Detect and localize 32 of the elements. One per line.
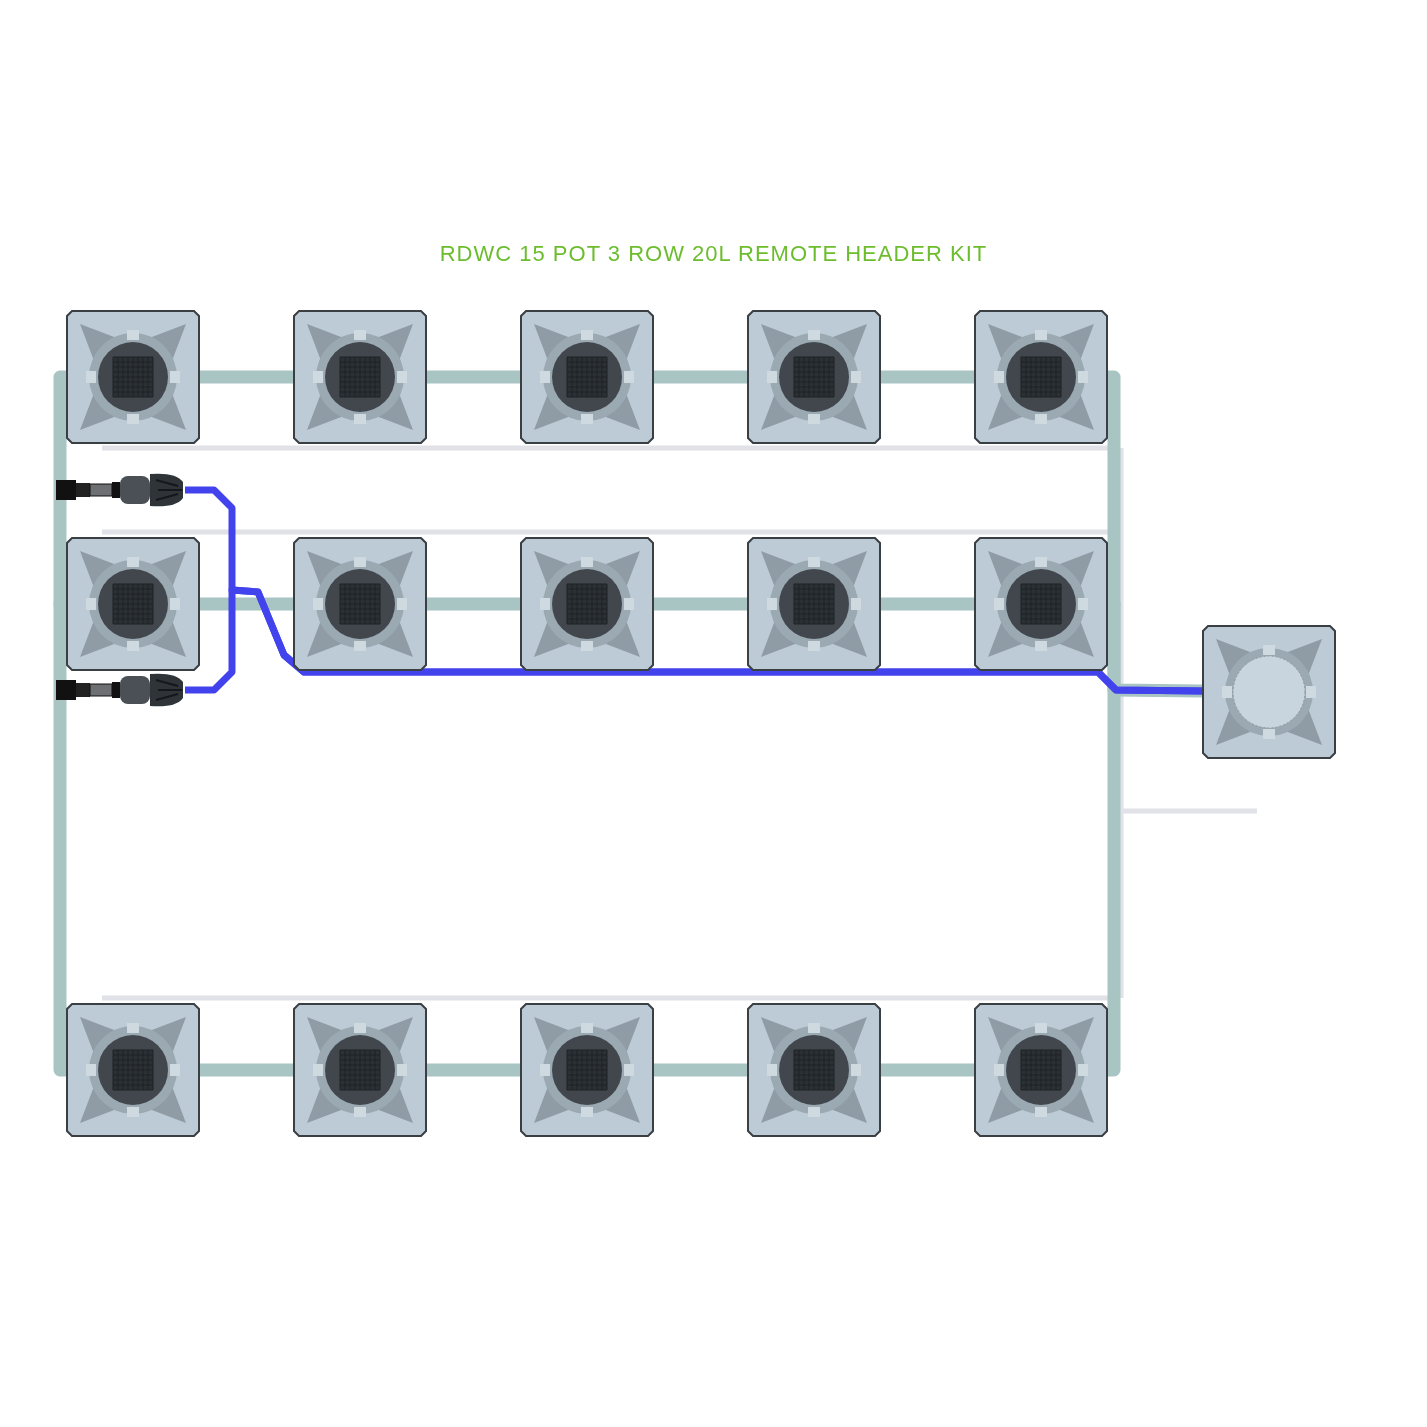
pipe <box>200 597 293 611</box>
pipe <box>881 370 974 384</box>
pipe <box>654 1063 747 1077</box>
pot-drawing <box>747 310 881 444</box>
hose <box>185 586 1203 695</box>
pipe <box>200 370 293 384</box>
pot-drawing <box>520 310 654 444</box>
pot-drawing <box>66 537 200 671</box>
pot-drawing <box>293 537 427 671</box>
pipe <box>654 597 747 611</box>
pot-drawing <box>66 1003 200 1137</box>
pump-drawing <box>56 672 185 708</box>
pot-drawing <box>520 537 654 671</box>
header-tank-drawing <box>1202 625 1336 759</box>
pipe <box>200 1063 293 1077</box>
title: RDWC 15 POT 3 ROW 20L REMOTE HEADER KIT <box>439 240 988 268</box>
pot-drawing <box>66 310 200 444</box>
pipe <box>654 370 747 384</box>
pipe <box>427 370 520 384</box>
pot-drawing <box>520 1003 654 1137</box>
pot-drawing <box>974 537 1108 671</box>
pipe <box>427 597 520 611</box>
pot-drawing <box>747 1003 881 1137</box>
pipe <box>881 597 974 611</box>
pot-drawing <box>293 1003 427 1137</box>
pot-drawing <box>293 310 427 444</box>
pot-drawing <box>747 537 881 671</box>
pot-drawing <box>974 310 1108 444</box>
pipe <box>881 1063 974 1077</box>
pot-drawing <box>974 1003 1108 1137</box>
pump-drawing <box>56 472 185 508</box>
pipe <box>427 1063 520 1077</box>
